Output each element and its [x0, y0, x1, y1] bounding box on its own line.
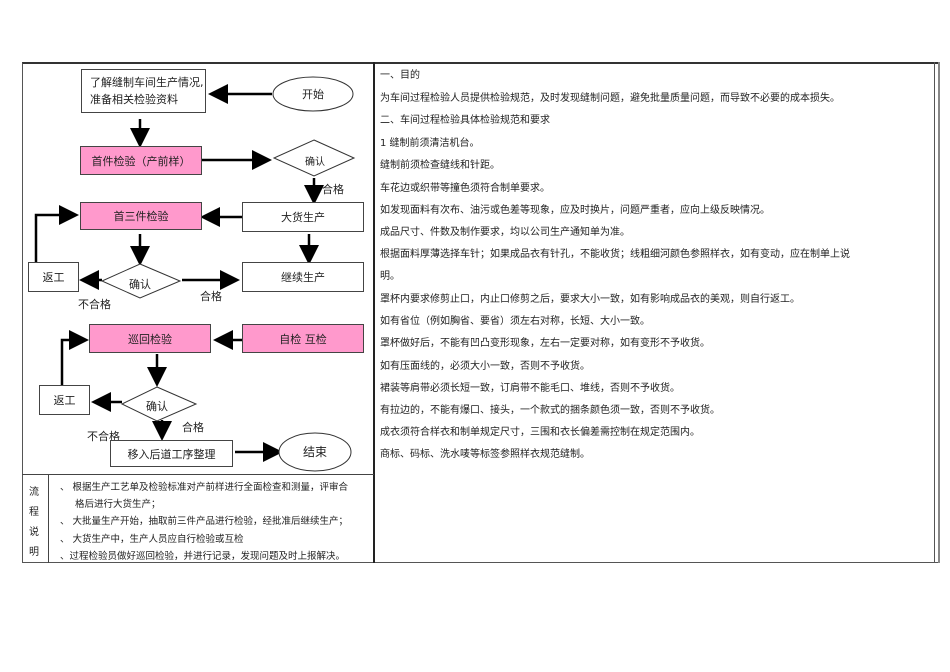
column-divider [373, 62, 375, 563]
move-next-process: 移入后道工序整理 [110, 440, 233, 467]
rework-step-1: 返工 [28, 262, 79, 292]
arrow-rework-to-patrol [60, 330, 89, 386]
confirm-label-2: 确认 [129, 278, 151, 291]
mass-production: 大货生产 [242, 202, 364, 232]
paragraph-line: 如有压面线的，必须大小一致，否则不予收货。 [380, 361, 590, 372]
start-label: 开始 [302, 88, 324, 101]
self-mutual-check: 自检 互检 [242, 324, 364, 353]
table-frame [22, 62, 940, 563]
table-right-border-outer [938, 62, 940, 563]
fail-label-3: 不合格 [87, 430, 120, 443]
paragraph-line: 罩杯内要求修剪止口，内止口修剪之后，要求大小一致，如有影响成品衣的美观，则自行返… [380, 294, 800, 305]
first-three-inspection: 首三件检验 [80, 202, 202, 230]
paragraph-line: 商标、码标、洗水唛等标签参照样衣规范缝制。 [380, 449, 590, 460]
arrow-rework-to-first-three [34, 205, 79, 265]
paragraph-line: 车花边或织带等撞色须符合制单要求。 [380, 183, 550, 194]
pass-label-2: 合格 [200, 290, 222, 303]
patrol-inspection: 巡回检验 [89, 324, 211, 353]
pass-label-3: 合格 [182, 421, 204, 434]
prepare-line-1: 了解缝制车间生产情况, [90, 76, 204, 89]
first-piece-inspection: 首件检验（产前样） [80, 146, 202, 175]
note-item: 、过程检验员做好巡回检验，并进行记录，发现问题及时上报解决。 [60, 551, 346, 562]
paragraph-line: 成品尺寸、件数及制作要求，均以公司生产通知单为准。 [380, 227, 630, 238]
note-item: 格后进行大货生产； [75, 499, 161, 510]
confirm-label-1: 确认 [305, 156, 325, 168]
heading-char: 流 [29, 487, 39, 498]
note-item: 、 根据生产工艺单及检验标准对产前样进行全面检查和测量，评审合 [60, 482, 349, 493]
paragraph-line: 缝制前须检查缝线和针距。 [380, 160, 500, 171]
note-item: 、 大货生产中，生产人员应自行检验或互检 [60, 534, 244, 545]
pass-label-1: 合格 [322, 183, 344, 196]
note-item: 、 大批量生产开始，抽取前三件产品进行检验，经批准后继续生产； [60, 516, 349, 527]
paragraph-line: 裙装等肩带必须长短一致，订肩带不能毛口、堆线，否则不予收货。 [380, 383, 680, 394]
end-label: 结束 [302, 444, 327, 459]
notes-divider [22, 474, 374, 475]
heading-char: 明 [29, 547, 39, 558]
process-notes-heading: 流 程 说 明 [26, 483, 42, 563]
rework-step-2: 返工 [39, 385, 90, 415]
notes-heading-divider [48, 474, 49, 563]
heading-char: 程 [29, 507, 39, 518]
paragraph-line: 罩杯做好后，不能有凹凸变形现象，左右一定要对称，如有变形不予收货。 [380, 338, 710, 349]
paragraph-line: 有拉边的，不能有爆口、接头，一个款式的捆条颜色须一致，否则不予收货。 [380, 405, 720, 416]
prepare-step: 了解缝制车间生产情况, 准备相关检验资料 [81, 69, 206, 113]
heading-char: 说 [29, 527, 39, 538]
paragraph-line: 根据面料厚薄选择车针；如果成品衣有针孔，不能收货；线粗细河颜色参照样衣，如有变动… [380, 249, 850, 260]
continue-production: 继续生产 [242, 262, 364, 292]
paragraph-line: 为车间过程检验人员提供检验规范，及时发现缝制问题，避免批量质量问题，而导致不必要… [380, 93, 840, 104]
end-terminal [278, 432, 352, 472]
fail-label-2: 不合格 [78, 298, 111, 311]
decision-diamond-1 [272, 139, 356, 177]
paragraph-line: 如发现面料有次布、油污或色差等现象，应及时换片，问题严重者，应向上级反映情况。 [380, 205, 770, 216]
paragraph-line: 1 缝制前须清洁机台。 [380, 138, 480, 149]
section-heading: 一、目的 [380, 70, 420, 81]
paragraph-line: 明。 [380, 271, 400, 282]
decision-diamond-2 [100, 263, 182, 299]
paragraph-line: 成衣须符合样衣和制单规定尺寸，三围和衣长偏差需控制在规定范围内。 [380, 427, 700, 438]
section-heading: 二、车间过程检验具体检验规范和要求 [380, 115, 550, 126]
flowchart-connectors [34, 76, 356, 472]
paragraph-line: 如有省位（例如胸省、要省）须左右对称，长短、大小一致。 [380, 316, 650, 327]
start-terminal [272, 76, 354, 112]
prepare-line-2: 准备相关检验资料 [90, 93, 178, 106]
table-right-border [934, 62, 935, 563]
confirm-label-3: 确认 [146, 400, 168, 413]
decision-diamond-3 [120, 386, 198, 422]
